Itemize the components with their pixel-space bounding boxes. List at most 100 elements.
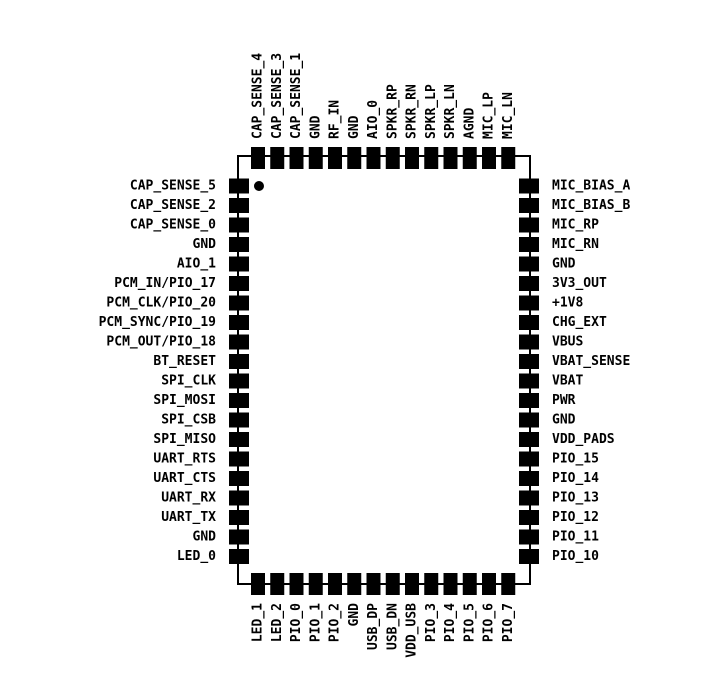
top-pin-label-mic-ln-13: MIC_LN: [501, 92, 516, 139]
left-pin-label-cap-sense-5-0: CAP_SENSE_5: [130, 179, 216, 194]
right-pin-label-pio-15-14: PIO_15: [552, 452, 599, 467]
bottom-pin-label-pio-3-9: PIO_3: [424, 603, 439, 642]
left-pad-cap-sense-5-0: [229, 178, 249, 194]
right-pad-vdd-pads-13: [519, 432, 539, 447]
bottom-pad-gnd-5: [347, 573, 362, 595]
top-pin-label-cap-sense-1-2: CAP_SENSE_1: [289, 53, 304, 139]
left-pin-label-uart-tx-17: UART_TX: [161, 510, 216, 525]
right-pin-label-3v3-out-5: 3V3_OUT: [552, 276, 607, 291]
right-pin-label-mic-rn-3: MIC_RN: [552, 237, 599, 252]
left-pad-bt-reset-9: [229, 354, 249, 369]
right-pad-pio-11-18: [519, 529, 539, 545]
left-pin-label-pcm-clk-pio-20-6: PCM_CLK/PIO_20: [106, 296, 216, 311]
left-pad-led-0-19: [229, 549, 249, 564]
left-pin-label-led-0-19: LED_0: [177, 549, 216, 564]
bottom-pad-pio-7-13: [501, 573, 516, 595]
right-pin-label-mic-bias-a-0: MIC_BIAS_A: [552, 179, 630, 194]
left-pin-label-cap-sense-2-1: CAP_SENSE_2: [130, 198, 216, 213]
right-pin-label-pio-12-17: PIO_12: [552, 510, 599, 525]
bottom-pad-pio-5-11: [462, 573, 477, 595]
top-pad-rf-in-4: [328, 147, 342, 169]
left-pad-pcm-in-pio-17-5: [229, 276, 249, 291]
right-pad-gnd-12: [519, 412, 539, 428]
right-pin-label-mic-rp-2: MIC_RP: [552, 218, 599, 233]
left-pin-label-spi-clk-10: SPI_CLK: [161, 374, 216, 389]
bottom-pin-label-led-1-0: LED_1: [251, 603, 266, 642]
bottom-pad-vdd-usb-8: [405, 573, 419, 595]
top-pad-gnd-5: [347, 147, 362, 169]
bottom-pad-pio-6-12: [482, 573, 496, 595]
left-pin-label-aio-1-4: AIO_1: [177, 257, 216, 272]
right-pin-label-vbat-sense-9: VBAT_SENSE: [552, 354, 630, 369]
bottom-pin-label-gnd-5: GND: [347, 603, 362, 627]
bottom-pad-usb-dn-7: [385, 573, 400, 595]
left-pad-spi-miso-13: [229, 432, 249, 447]
bottom-pin-label-pio-6-12: PIO_6: [482, 603, 497, 642]
right-pad-3v3-out-5: [519, 276, 539, 291]
pin-1-marker-dot: [254, 181, 264, 191]
bottom-pin-label-vdd-usb-8: VDD_USB: [405, 603, 420, 658]
right-pad-mic-bias-b-1: [519, 198, 539, 213]
right-pin-label-pio-11-18: PIO_11: [552, 530, 599, 545]
right-pin-label-gnd-4: GND: [552, 257, 576, 272]
left-pin-label-uart-cts-15: UART_CTS: [153, 471, 216, 486]
left-pin-label-pcm-sync-pio-19-7: PCM_SYNC/PIO_19: [99, 315, 216, 330]
top-pad-gnd-3: [308, 147, 323, 169]
right-pad-1v8-6: [519, 295, 539, 311]
left-pad-uart-tx-17: [229, 510, 249, 525]
bottom-pad-led-1-0: [251, 573, 265, 595]
bottom-pad-pio-0-2: [289, 573, 304, 595]
right-pad-pio-13-16: [519, 490, 539, 506]
left-pad-spi-csb-12: [229, 412, 249, 428]
right-pin-label-pio-10-19: PIO_10: [552, 549, 599, 564]
top-pad-spkr-ln-10: [443, 147, 458, 169]
left-pin-label-bt-reset-9: BT_RESET: [153, 354, 216, 369]
top-pad-spkr-lp-9: [424, 147, 439, 169]
top-pad-agnd-11: [462, 147, 477, 169]
right-pin-label-vdd-pads-13: VDD_PADS: [552, 432, 615, 447]
top-pad-aio-0-6: [366, 147, 381, 169]
right-pin-label-chg-ext-7: CHG_EXT: [552, 315, 607, 330]
bottom-pad-pio-4-10: [443, 573, 458, 595]
right-pad-vbus-8: [519, 334, 539, 350]
top-pin-label-spkr-rp-7: SPKR_RP: [385, 84, 400, 139]
right-pad-chg-ext-7: [519, 315, 539, 330]
right-pin-label-pio-13-16: PIO_13: [552, 491, 599, 506]
right-pin-label-mic-bias-b-1: MIC_BIAS_B: [552, 198, 630, 213]
bottom-pad-pio-3-9: [424, 573, 439, 595]
left-pad-uart-rx-16: [229, 490, 249, 506]
right-pad-pio-14-15: [519, 471, 539, 486]
top-pad-spkr-rp-7: [385, 147, 400, 169]
bottom-pin-label-pio-7-13: PIO_7: [501, 603, 516, 642]
left-pad-cap-sense-0-2: [229, 217, 249, 233]
bottom-pad-led-2-1: [270, 573, 285, 595]
bottom-pad-pio-1-3: [308, 573, 323, 595]
top-pin-label-aio-0-6: AIO_0: [366, 100, 381, 139]
right-pad-pwr-11: [519, 393, 539, 408]
left-pad-uart-rts-14: [229, 451, 249, 467]
top-pin-label-gnd-3: GND: [308, 115, 323, 139]
top-pin-label-agnd-11: AGND: [462, 108, 477, 139]
left-pin-label-spi-mosi-11: SPI_MOSI: [153, 393, 216, 408]
left-pin-label-uart-rts-14: UART_RTS: [153, 452, 216, 467]
right-pin-label-pio-14-15: PIO_14: [552, 471, 599, 486]
left-pad-aio-1-4: [229, 256, 249, 272]
top-pad-cap-sense-1-2: [289, 147, 304, 169]
right-pin-label-1v8-6: +1V8: [552, 296, 583, 311]
top-pin-label-mic-lp-12: MIC_LP: [482, 92, 497, 139]
left-pad-pcm-out-pio-18-8: [229, 334, 249, 350]
right-pin-label-gnd-12: GND: [552, 413, 576, 428]
bottom-pin-label-pio-0-2: PIO_0: [289, 603, 304, 642]
top-pin-label-rf-in-4: RF_IN: [328, 100, 343, 139]
left-pin-label-pcm-in-pio-17-5: PCM_IN/PIO_17: [114, 276, 216, 291]
left-pin-label-pcm-out-pio-18-8: PCM_OUT/PIO_18: [106, 335, 216, 350]
left-pad-spi-clk-10: [229, 373, 249, 389]
right-pin-label-vbat-10: VBAT: [552, 374, 583, 389]
bottom-pin-label-led-2-1: LED_2: [270, 603, 285, 642]
right-pad-mic-rn-3: [519, 237, 539, 252]
bottom-pin-label-usb-dn-7: USB_DN: [385, 603, 400, 650]
right-pad-mic-bias-a-0: [519, 178, 539, 194]
top-pad-spkr-rn-8: [405, 147, 419, 169]
bottom-pin-label-pio-5-11: PIO_5: [462, 603, 477, 642]
